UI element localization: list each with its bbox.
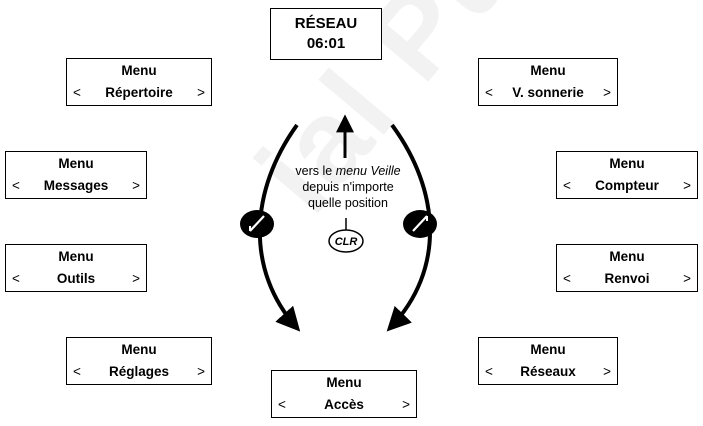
caption-prefix: vers le (295, 164, 336, 178)
next-arrow: > (402, 397, 410, 412)
prev-arrow: < (485, 85, 493, 100)
menu-title: Menu (530, 63, 566, 78)
clr-key-icon: CLR (328, 229, 364, 253)
next-arrow: > (683, 271, 691, 286)
menu-title: Menu (121, 63, 157, 78)
menu-reglages-screen: Menu < Réglages > (66, 337, 212, 385)
clr-key-label: CLR (335, 236, 358, 248)
menu-title: Menu (609, 156, 645, 171)
menu-reseaux-screen: Menu < Réseaux > (478, 337, 618, 385)
menu-item-label: V. sonnerie (512, 85, 584, 100)
prev-arrow: < (278, 397, 286, 412)
next-arrow: > (197, 85, 205, 100)
caption-line3: quelle position (308, 196, 388, 210)
network-idle-screen: RÉSEAU 06:01 (270, 8, 382, 60)
menu-acces-screen: Menu < Accès > (271, 370, 417, 418)
menu-title: Menu (609, 249, 645, 264)
scroll-key-right-icon (403, 210, 437, 238)
menu-title: Menu (326, 375, 362, 390)
next-arrow: > (132, 271, 140, 286)
prev-arrow: < (563, 271, 571, 286)
next-arrow: > (603, 85, 611, 100)
menu-outils-screen: Menu < Outils > (5, 244, 147, 292)
prev-arrow: < (12, 178, 20, 193)
scroll-key-left-icon (240, 210, 274, 238)
menu-item-label: Messages (43, 178, 109, 193)
menu-repertoire-screen: Menu < Répertoire > (66, 58, 212, 106)
menu-item-label: Réglages (108, 364, 170, 379)
menu-compteur-screen: Menu < Compteur > (556, 151, 698, 199)
return-to-idle-caption: vers le menu Veille depuis n'importe que… (283, 163, 413, 211)
menu-renvoi-screen: Menu < Renvoi > (556, 244, 698, 292)
menu-item-label: Accès (324, 397, 364, 412)
menu-title: Menu (121, 342, 157, 357)
caption-line2: depuis n'importe (302, 180, 394, 194)
prev-arrow: < (73, 85, 81, 100)
menu-item-label: Réseaux (520, 364, 576, 379)
network-name: RÉSEAU (294, 15, 358, 32)
clock-time: 06:01 (306, 35, 346, 52)
next-arrow: > (603, 364, 611, 379)
prev-arrow: < (73, 364, 81, 379)
menu-title: Menu (58, 156, 94, 171)
prev-arrow: < (563, 178, 571, 193)
menu-item-label: Répertoire (105, 85, 173, 100)
prev-arrow: < (12, 271, 20, 286)
menu-title: Menu (530, 342, 566, 357)
menu-title: Menu (58, 249, 94, 264)
menu-item-label: Compteur (595, 178, 659, 193)
menu-messages-screen: Menu < Messages > (5, 151, 147, 199)
menu-sonnerie-screen: Menu < V. sonnerie > (478, 58, 618, 106)
prev-arrow: < (485, 364, 493, 379)
menu-item-label: Renvoi (604, 271, 650, 286)
next-arrow: > (197, 364, 205, 379)
next-arrow: > (132, 178, 140, 193)
next-arrow: > (683, 178, 691, 193)
menu-item-label: Outils (56, 271, 96, 286)
caption-emphasis: menu Veille (335, 164, 401, 178)
